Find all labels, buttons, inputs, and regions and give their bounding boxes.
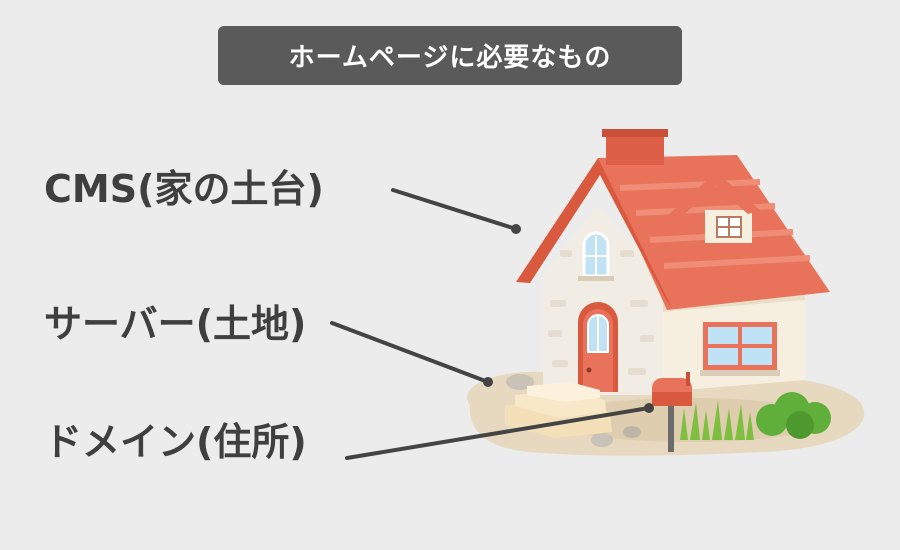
title-box: ホームページに必要なもの — [218, 26, 682, 85]
mailbox-post — [668, 400, 674, 452]
wall-bricks — [548, 250, 654, 375]
cms-connector-dot — [511, 224, 521, 234]
page-title: ホームページに必要なもの — [288, 43, 612, 73]
domain-label: ドメイン(住所) — [44, 420, 307, 464]
mailbox-flag — [686, 372, 690, 386]
domain-connector-dot — [644, 403, 654, 413]
bush — [756, 392, 831, 439]
door-knob — [586, 367, 592, 373]
stone — [591, 433, 613, 447]
step-top — [527, 382, 600, 402]
server-connector — [330, 321, 490, 384]
chimney — [606, 133, 664, 165]
ground-shadow — [550, 398, 830, 442]
domain-connector — [345, 406, 651, 460]
stone — [623, 426, 641, 438]
cms-label: CMS(家の土台) — [44, 167, 324, 211]
chimney-top — [602, 129, 668, 137]
cms-connector — [391, 188, 518, 231]
server-label: サーバー(土地) — [44, 302, 307, 346]
dormer-roof — [668, 172, 760, 218]
server-connector-dot — [483, 377, 493, 387]
grass — [680, 400, 754, 440]
